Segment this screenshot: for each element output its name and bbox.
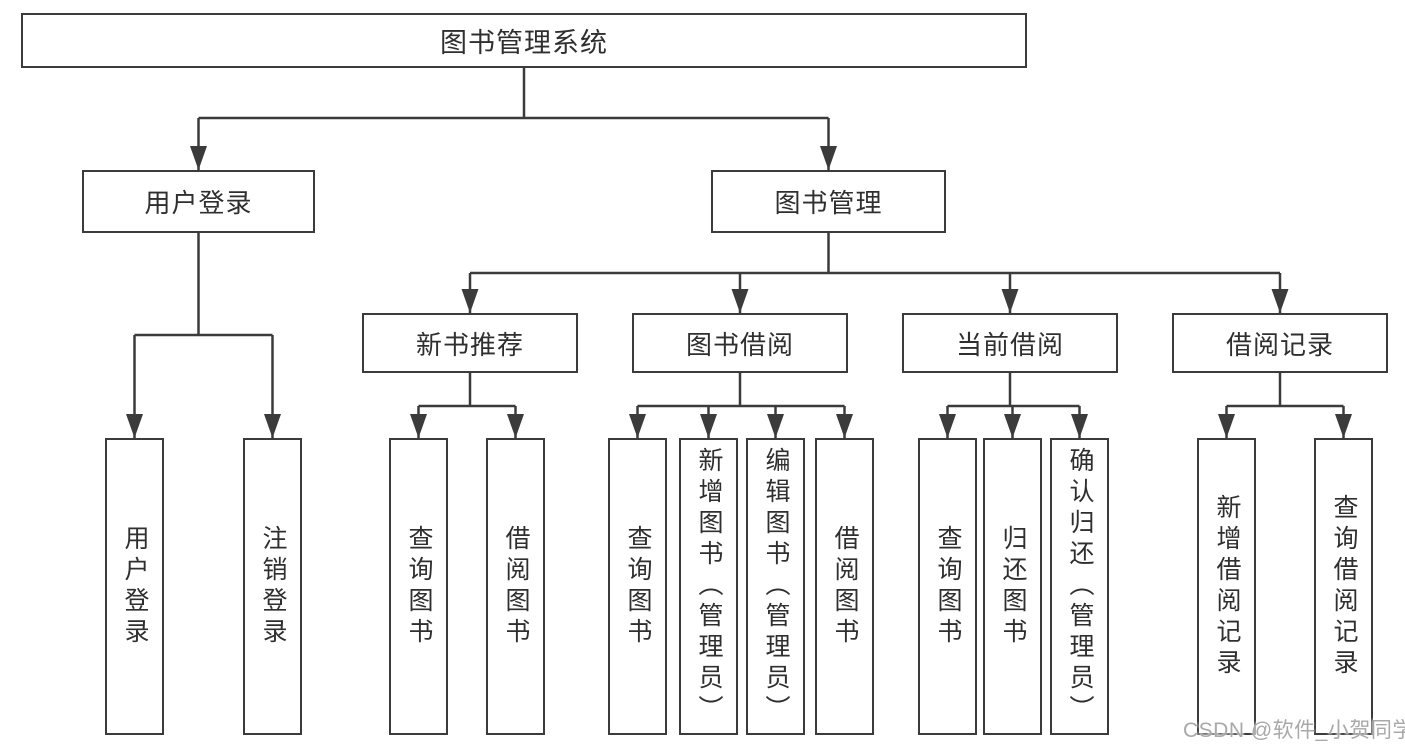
node-new-book-recommend: 新书推荐 (362, 313, 578, 373)
leaf-recommend-query-books-label: 查询图书 (405, 524, 433, 649)
leaf-current-return-books-label: 归还图书 (999, 524, 1027, 649)
leaf-current-confirm-return-admin: 确认归还（管理员） (1050, 438, 1109, 735)
leaf-borrow-borrow-books-label: 借阅图书 (831, 524, 859, 649)
leaf-current-confirm-return-admin-label: 确认归还（管理员） (1066, 447, 1094, 726)
leaf-records-add-record: 新增借阅记录 (1197, 438, 1256, 735)
leaf-current-query-books-label: 查询图书 (934, 524, 962, 649)
leaf-user-login: 用户登录 (105, 438, 164, 735)
node-new-book-recommend-label: 新书推荐 (415, 329, 524, 360)
leaf-borrow-edit-books-admin-label: 编辑图书（管理员） (762, 447, 790, 726)
node-book-borrow: 图书借阅 (632, 313, 848, 373)
node-user-login-label: 用户登录 (144, 188, 253, 218)
leaf-borrow-query-books: 查询图书 (608, 438, 667, 735)
node-current-borrow-label: 当前借阅 (955, 329, 1064, 360)
leaf-current-return-books: 归还图书 (983, 438, 1042, 735)
leaf-borrow-add-books-admin: 新增图书（管理员） (679, 438, 738, 735)
connector-book-management-to-level3 (461, 233, 1289, 313)
node-current-borrow: 当前借阅 (902, 313, 1118, 373)
node-borrow-records-label: 借阅记录 (1225, 329, 1334, 360)
connector-borrow-branch (629, 373, 853, 438)
connector-user-login-branch (126, 233, 281, 438)
node-book-management: 图书管理 (711, 170, 946, 233)
leaf-borrow-add-books-admin-label: 新增图书（管理员） (695, 447, 723, 726)
leaf-recommend-borrow-books-label: 借阅图书 (502, 524, 530, 649)
leaf-borrow-borrow-books: 借阅图书 (815, 438, 874, 735)
leaf-records-add-record-label: 新增借阅记录 (1213, 493, 1241, 680)
leaf-records-query-record: 查询借阅记录 (1314, 438, 1373, 735)
leaf-borrow-edit-books-admin: 编辑图书（管理员） (746, 438, 805, 735)
leaf-logout-label: 注销登录 (259, 524, 287, 649)
connector-recommend-branch (410, 373, 524, 438)
leaf-logout: 注销登录 (243, 438, 302, 735)
node-borrow-records: 借阅记录 (1172, 313, 1388, 373)
node-book-management-label: 图书管理 (774, 188, 883, 218)
connector-root-to-level2 (190, 68, 837, 170)
connector-current-branch (939, 373, 1088, 438)
node-root: 图书管理系统 (21, 13, 1027, 68)
node-book-borrow-label: 图书借阅 (685, 329, 794, 360)
node-root-label: 图书管理系统 (440, 28, 608, 58)
leaf-current-query-books: 查询图书 (918, 438, 977, 735)
leaf-borrow-query-books-label: 查询图书 (624, 524, 652, 649)
leaf-user-login-label: 用户登录 (121, 524, 149, 649)
leaf-recommend-borrow-books: 借阅图书 (486, 438, 545, 735)
leaf-recommend-query-books: 查询图书 (389, 438, 448, 735)
connector-records-branch (1218, 373, 1352, 438)
watermark: CSDN @软件_小贺同学 (1183, 719, 1405, 742)
node-user-login: 用户登录 (82, 170, 315, 233)
leaf-records-query-record-label: 查询借阅记录 (1330, 493, 1358, 680)
